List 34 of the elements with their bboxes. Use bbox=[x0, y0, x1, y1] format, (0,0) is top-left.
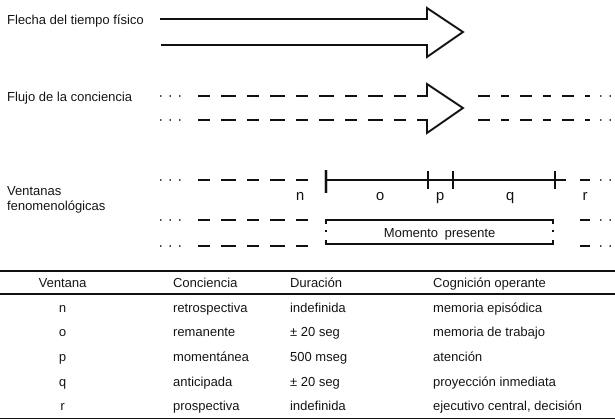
window-letter: n bbox=[296, 188, 304, 204]
table-cell-text: r bbox=[60, 398, 65, 414]
table-cell-text: proyección inmediata bbox=[433, 374, 556, 389]
row-label: Flecha del tiempo físico bbox=[7, 12, 145, 27]
present-moment-bracket bbox=[326, 219, 553, 245]
table-cell-text: anticipada bbox=[173, 374, 232, 389]
bracket-label: Momento presente bbox=[384, 224, 496, 240]
table-cell-text: o bbox=[58, 324, 66, 340]
row-label: Ventanas fenomenológicas bbox=[7, 183, 106, 213]
table-cell-text: indefinida bbox=[290, 300, 346, 315]
table-cell-text: q bbox=[58, 374, 66, 389]
table-cell-text: 500 mseg bbox=[290, 348, 348, 364]
table-cell-text: ejecutivo central, decisión bbox=[433, 398, 582, 414]
table-cell-text: momentánea bbox=[173, 348, 249, 364]
table-cell-text: ± 20 seg bbox=[290, 374, 340, 389]
table-cell-text: memoria episódica bbox=[433, 300, 542, 315]
window-letter: p bbox=[436, 188, 444, 204]
table-cell-text: n bbox=[58, 300, 66, 315]
column-header: Cognición operante bbox=[433, 275, 546, 290]
table-cell-text: memoria de trabajo bbox=[433, 324, 545, 340]
column-header: Ventana bbox=[38, 275, 86, 290]
table-cell-text: indefinida bbox=[290, 398, 346, 414]
table-cell-text: prospectiva bbox=[173, 398, 240, 414]
table-cell-text: ± 20 seg bbox=[290, 324, 340, 340]
window-letter: q bbox=[506, 188, 514, 204]
column-header: Conciencia bbox=[173, 275, 238, 290]
table-cell-text: remanente bbox=[173, 324, 236, 340]
table-cell-text: p bbox=[58, 348, 66, 364]
table-cell-text: atención bbox=[433, 348, 482, 364]
table-cell-text: retrospectiva bbox=[173, 300, 248, 315]
window-letter: o bbox=[376, 188, 384, 204]
window-letter: r bbox=[582, 188, 588, 204]
row-label: Flujo de la conciencia bbox=[7, 89, 134, 104]
column-header: Duración bbox=[290, 275, 342, 290]
